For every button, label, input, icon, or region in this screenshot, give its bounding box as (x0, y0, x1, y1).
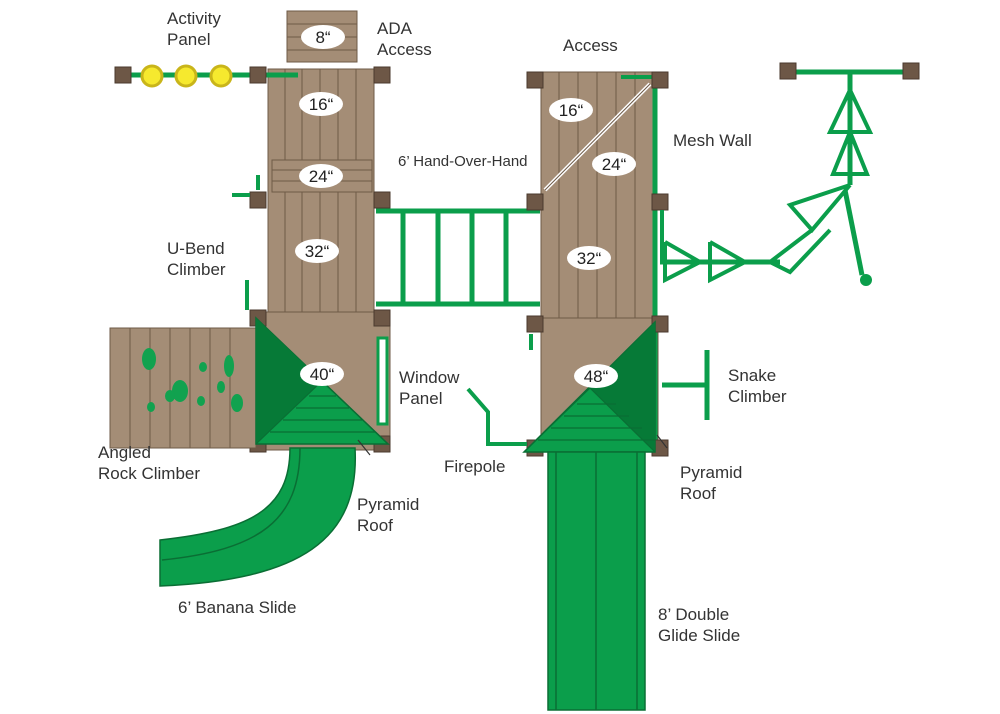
post (373, 66, 391, 84)
double-glide-slide (547, 451, 646, 711)
post (526, 71, 544, 89)
svg-text:8“: 8“ (315, 28, 330, 47)
rock-hold (224, 355, 234, 377)
snake-climber (662, 350, 710, 420)
svg-text:24“: 24“ (602, 155, 627, 174)
height-badge-left-24: 24“ (299, 164, 343, 188)
post (526, 315, 544, 333)
height-badge-left-32: 32“ (295, 239, 339, 263)
u-bend-climber (232, 175, 260, 310)
svg-text:16“: 16“ (309, 95, 334, 114)
angled-rock-climber (109, 327, 257, 449)
height-badge-right-16: 16“ (549, 98, 593, 122)
height-badge-left-16: 16“ (299, 92, 343, 116)
rock-hold (231, 394, 243, 412)
height-badge-right-24: 24“ (592, 152, 636, 176)
svg-text:40“: 40“ (310, 365, 335, 384)
rock-hold (147, 402, 155, 412)
post (249, 66, 267, 84)
label-firepole: Firepole (444, 457, 506, 476)
post (651, 193, 669, 211)
rock-hold (199, 362, 207, 372)
rock-hold (217, 381, 225, 393)
post (373, 309, 391, 327)
activity-panel-bar (114, 64, 298, 88)
rock-hold (197, 396, 205, 406)
snake-arm (660, 240, 780, 284)
label-access: Access (563, 36, 618, 55)
svg-text:48“: 48“ (584, 367, 609, 386)
post (373, 191, 391, 209)
svg-text:32“: 32“ (305, 242, 330, 261)
hand-over-hand (376, 208, 540, 307)
rock-hold (165, 390, 175, 402)
banana-slide (159, 447, 356, 587)
svg-text:16“: 16“ (559, 101, 584, 120)
height-badge-ada: 8“ (301, 25, 345, 49)
firepole (466, 387, 527, 446)
svg-text:32“: 32“ (577, 249, 602, 268)
activity-ring (174, 64, 198, 88)
ada-access-step (286, 10, 358, 63)
post (249, 191, 267, 209)
post (651, 71, 669, 89)
rock-hold (172, 380, 188, 402)
height-badge-right-48: 48“ (574, 364, 618, 388)
activity-ring (140, 64, 164, 88)
activity-ring (209, 64, 233, 88)
window-panel (376, 336, 389, 426)
rock-hold (142, 348, 156, 370)
label-hand-over-hand: 6’ Hand-Over-Hand (398, 153, 528, 170)
label-banana-slide: 6’ Banana Slide (178, 598, 297, 617)
label-mesh-wall: Mesh Wall (673, 131, 752, 150)
post (526, 193, 544, 211)
svg-text:24“: 24“ (309, 167, 334, 186)
height-badge-right-32: 32“ (567, 246, 611, 270)
swing-beam (766, 62, 920, 286)
height-badge-left-40: 40“ (300, 362, 344, 386)
